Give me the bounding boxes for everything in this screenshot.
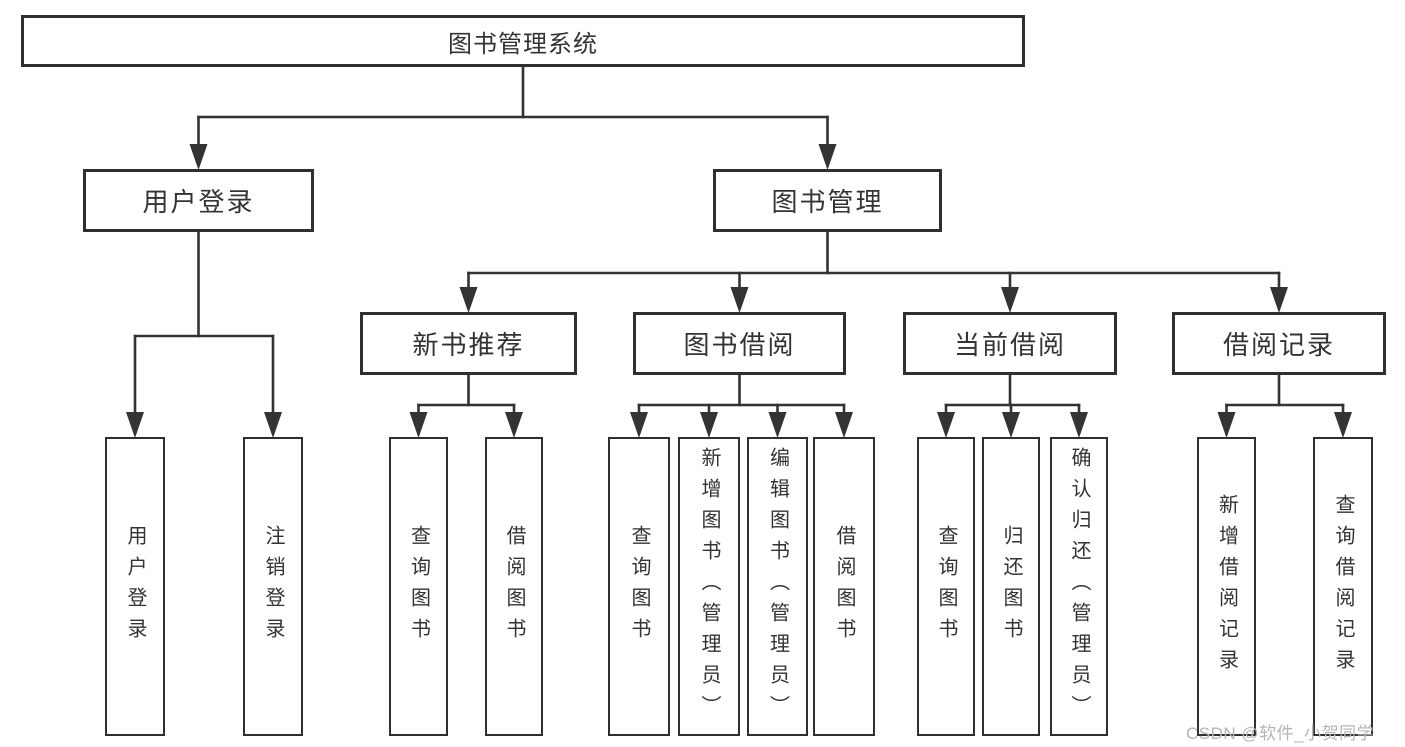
node-label: 编辑图书（管理员） xyxy=(766,447,789,726)
node-label: 用户登录 xyxy=(124,524,146,649)
node-label: 用户登录 xyxy=(142,187,255,217)
node-label: 确认归还（管理员） xyxy=(1068,447,1090,726)
node-label: 当前借阅 xyxy=(953,330,1066,360)
node-label: 图书借阅 xyxy=(683,330,796,360)
node-current: 当前借阅 xyxy=(903,312,1117,375)
node-label: 新增图书（管理员） xyxy=(698,447,720,726)
node-new-borrow: 借阅图书 xyxy=(485,437,543,736)
arrow-down-icon xyxy=(730,287,749,313)
node-borrow: 图书借阅 xyxy=(633,312,846,375)
node-new-query: 查询图书 xyxy=(389,437,448,736)
node-label: 查询图书 xyxy=(935,524,957,649)
arrow-down-icon xyxy=(630,412,648,438)
arrow-down-icon xyxy=(459,287,478,313)
node-cur-return: 归还图书 xyxy=(982,437,1040,736)
node-root: 图书管理系统 xyxy=(21,15,1025,67)
arrow-down-icon xyxy=(409,412,428,438)
arrow-down-icon xyxy=(835,412,853,438)
node-newbook: 新书推荐 xyxy=(360,312,577,375)
node-label: 查询图书 xyxy=(628,524,650,649)
arrow-down-icon xyxy=(1334,412,1352,438)
node-rec-query: 查询借阅记录 xyxy=(1313,437,1373,736)
arrow-down-icon xyxy=(1217,412,1236,438)
node-rec-add: 新增借阅记录 xyxy=(1197,437,1256,736)
node-label: 借阅图书 xyxy=(833,524,855,649)
node-bor-query: 查询图书 xyxy=(608,437,670,736)
arrow-down-icon xyxy=(1070,412,1088,438)
node-label: 归还图书 xyxy=(1000,524,1022,649)
arrow-down-icon xyxy=(189,144,208,170)
arrow-down-icon xyxy=(264,412,282,438)
node-login: 用户登录 xyxy=(83,169,314,232)
node-cur-query: 查询图书 xyxy=(917,437,975,736)
arrow-down-icon xyxy=(818,144,837,170)
node-label: 查询借阅记录 xyxy=(1332,493,1354,680)
watermark: CSDN @软件_小贺同学 xyxy=(1186,724,1375,743)
arrow-down-icon xyxy=(700,412,718,438)
node-label: 借阅图书 xyxy=(503,524,525,649)
arrow-down-icon xyxy=(1002,412,1020,438)
arrow-down-icon xyxy=(505,412,523,438)
node-records: 借阅记录 xyxy=(1172,312,1386,375)
node-label: 新增借阅记录 xyxy=(1215,493,1238,680)
node-label: 借阅记录 xyxy=(1222,330,1335,360)
node-label: 图书管理系统 xyxy=(448,30,598,58)
arrow-down-icon xyxy=(937,412,955,438)
node-login-logout: 注销登录 xyxy=(243,437,303,736)
arrow-down-icon xyxy=(1001,287,1019,313)
node-label: 查询图书 xyxy=(407,524,430,649)
node-login-user: 用户登录 xyxy=(105,437,165,736)
node-mgmt: 图书管理 xyxy=(713,169,942,232)
arrow-down-icon xyxy=(126,412,144,438)
node-label: 新书推荐 xyxy=(412,330,525,360)
node-bor-borrow: 借阅图书 xyxy=(813,437,875,736)
node-bor-add: 新增图书（管理员） xyxy=(678,437,740,736)
arrow-down-icon xyxy=(1270,287,1288,313)
arrow-down-icon xyxy=(768,412,787,438)
node-label: 注销登录 xyxy=(262,524,284,649)
node-label: 图书管理 xyxy=(771,187,884,217)
node-bor-edit: 编辑图书（管理员） xyxy=(747,437,808,736)
node-cur-confirm: 确认归还（管理员） xyxy=(1050,437,1108,736)
